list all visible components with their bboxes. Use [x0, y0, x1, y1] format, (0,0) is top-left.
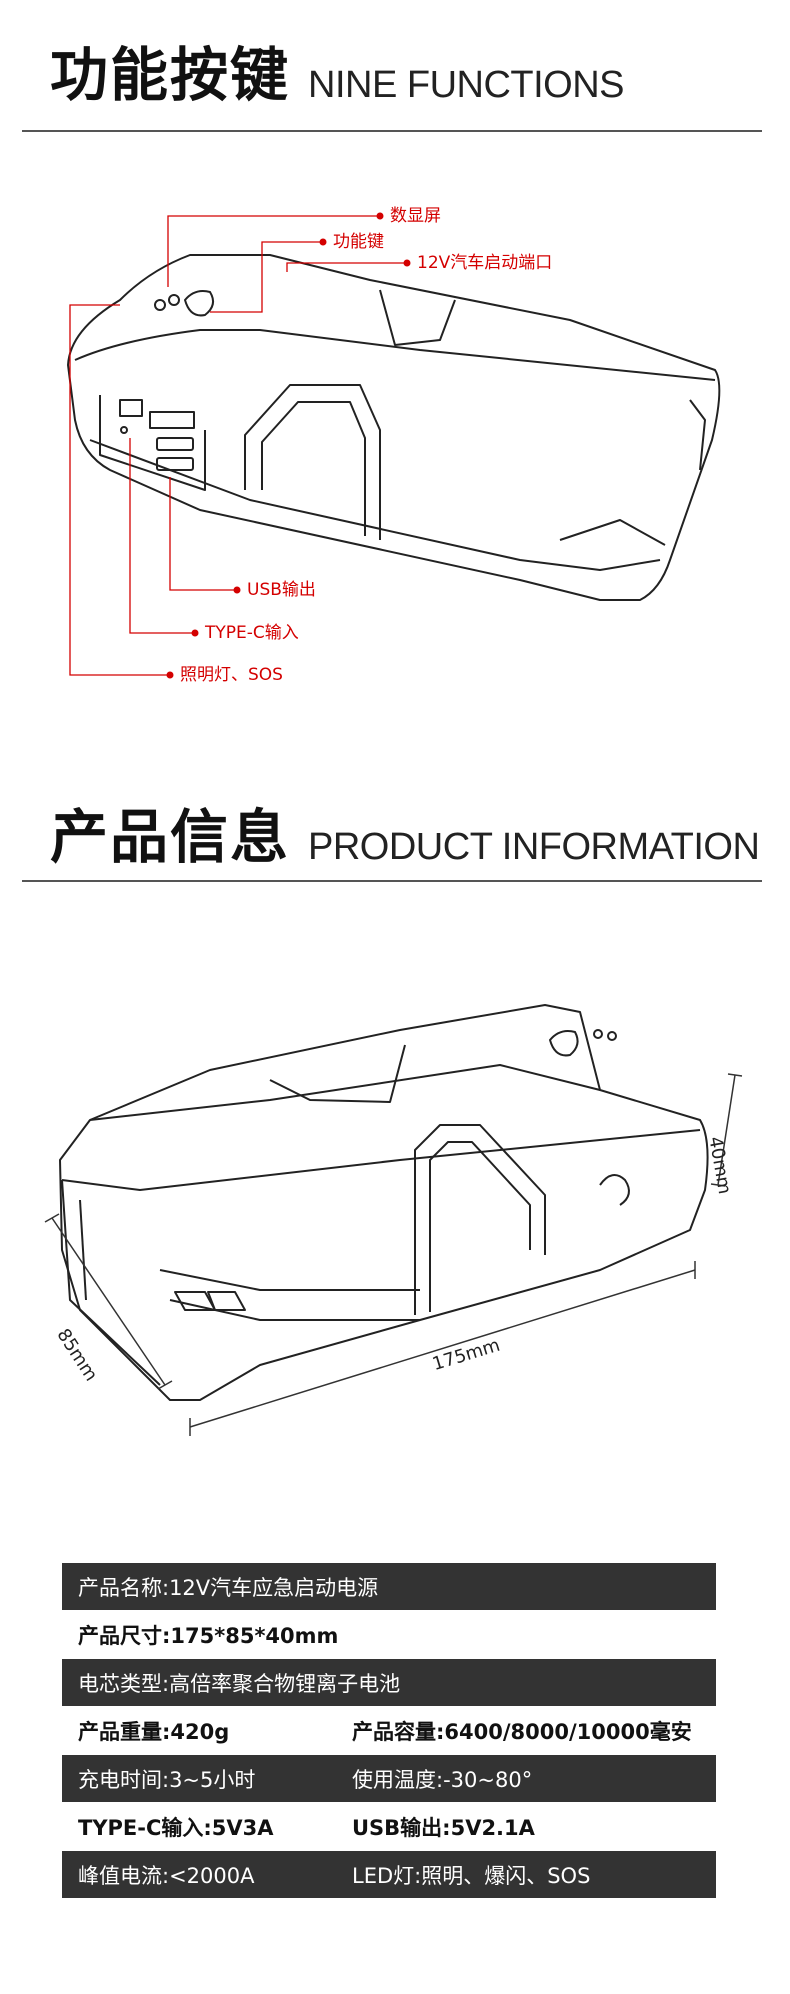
callout-display: 数显屏	[390, 206, 441, 226]
spec-product-name: 产品名称:12V汽车应急启动电源	[78, 1575, 379, 1600]
spec-row-peak-led: 峰值电流:<2000A LED灯:照明、爆闪、SOS	[62, 1851, 716, 1898]
callout-function-key: 功能键	[333, 232, 384, 252]
spec-cell-type: 电芯类型:高倍率聚合物锂离子电池	[78, 1671, 401, 1696]
spec-row-name: 产品名称:12V汽车应急启动电源	[62, 1563, 716, 1610]
device-front-illustration	[67, 212, 721, 679]
spec-usb-output: USB输出:5V2.1A	[352, 1815, 535, 1840]
functions-title-en: NINE FUNCTIONS	[308, 64, 625, 106]
device-dimension-illustration	[44, 1004, 743, 1436]
functions-header: 功能按键 NINE FUNCTIONS	[50, 41, 625, 109]
product-info-title-en: PRODUCT INFORMATION	[308, 826, 760, 868]
spec-weight: 产品重量:420g	[78, 1719, 230, 1744]
functions-divider	[22, 130, 762, 132]
spec-row-charge-temp: 充电时间:3~5小时 使用温度:-30~80°	[62, 1755, 716, 1802]
spec-temperature: 使用温度:-30~80°	[352, 1767, 533, 1792]
spec-led: LED灯:照明、爆闪、SOS	[352, 1863, 591, 1888]
callout-usb-output: USB输出	[247, 580, 316, 600]
spec-product-size: 产品尺寸:175*85*40mm	[78, 1623, 339, 1648]
spec-row-cell-type: 电芯类型:高倍率聚合物锂离子电池	[62, 1659, 716, 1706]
spec-capacity: 产品容量:6400/8000/10000毫安	[352, 1719, 692, 1744]
callout-typec-input: TYPE-C输入	[205, 623, 299, 643]
callout-12v-port: 12V汽车启动端口	[417, 253, 553, 273]
spec-row-weight-capacity: 产品重量:420g 产品容量:6400/8000/10000毫安	[62, 1707, 716, 1754]
spec-row-size: 产品尺寸:175*85*40mm	[62, 1611, 716, 1658]
functions-title-cn: 功能按键	[50, 41, 291, 109]
product-info-divider	[22, 880, 762, 882]
spec-typec-input: TYPE-C输入:5V3A	[78, 1815, 274, 1840]
spec-peak-current: 峰值电流:<2000A	[78, 1863, 255, 1888]
product-info-title-cn: 产品信息	[50, 803, 291, 871]
product-info-header: 产品信息 PRODUCT INFORMATION	[50, 803, 760, 871]
spec-row-io: TYPE-C输入:5V3A USB输出:5V2.1A	[62, 1803, 716, 1850]
callout-light-sos: 照明灯、SOS	[180, 665, 283, 685]
spec-charge-time: 充电时间:3~5小时	[78, 1767, 256, 1792]
spec-table: 产品名称:12V汽车应急启动电源 产品尺寸:175*85*40mm 电芯类型:高…	[62, 1563, 716, 1899]
